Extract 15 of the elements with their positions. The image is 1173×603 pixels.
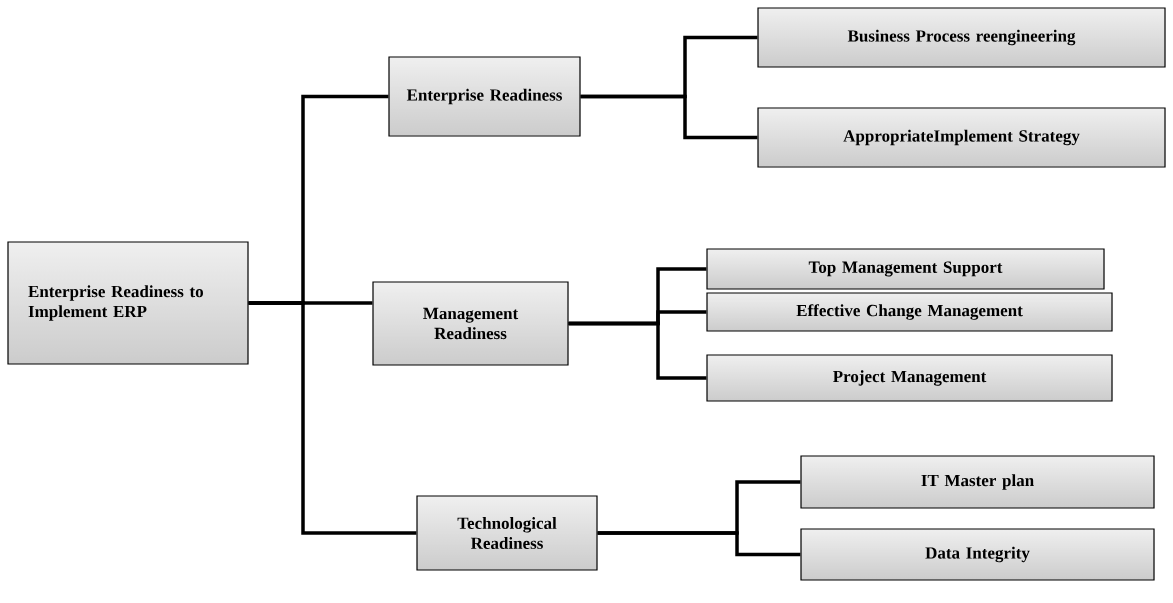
connector-line (597, 531, 801, 557)
connector-line (568, 321, 707, 380)
process-box: Enterprise Readiness (388, 56, 581, 137)
process-box: Project Management (706, 354, 1113, 402)
process-box: Effective Change Management (706, 292, 1113, 332)
process-box: Enterprise Readiness to Implement ERP (7, 241, 249, 365)
process-box: Technological Readiness (416, 495, 598, 571)
connector-line (248, 301, 417, 535)
connector-line (580, 94, 758, 140)
process-box: Management Readiness (372, 281, 569, 366)
process-box: Top Management Support (706, 248, 1105, 290)
process-box: Business Process reengineering (757, 7, 1166, 68)
process-box: IT Master plan (800, 455, 1155, 509)
process-box: AppropriateImplement Strategy (757, 107, 1166, 168)
process-box: Data Integrity (800, 528, 1155, 581)
